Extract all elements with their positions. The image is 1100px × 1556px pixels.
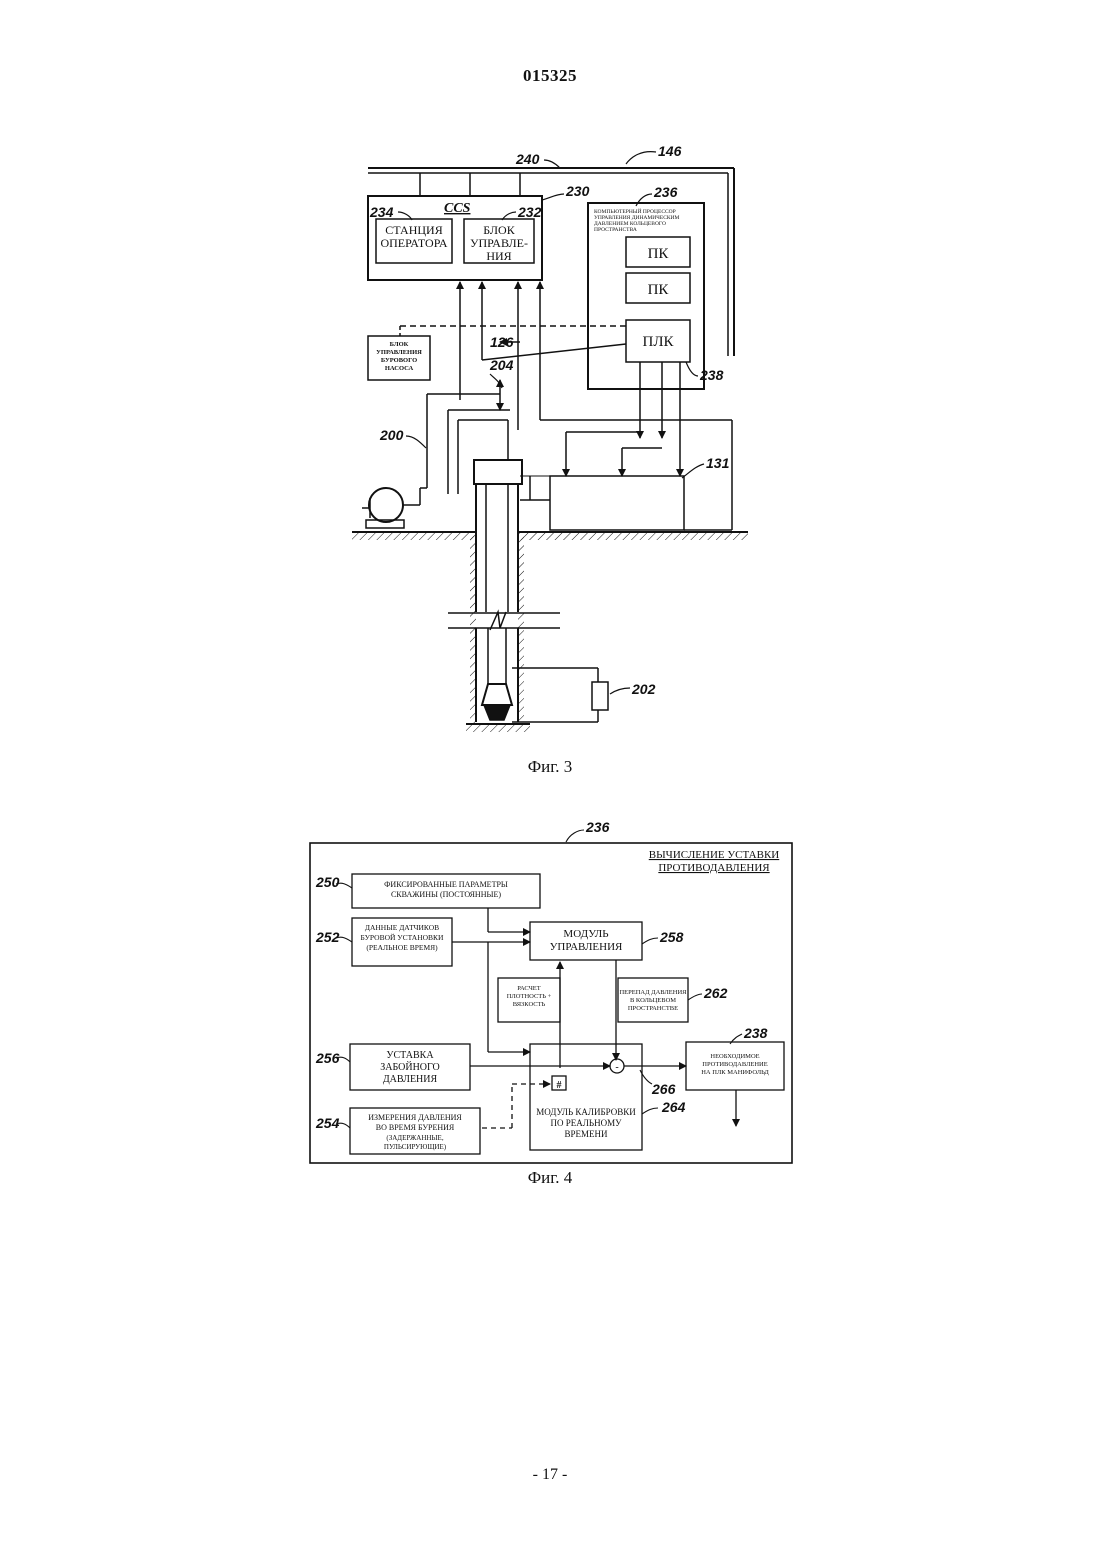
fig4-ref-266: 266: [651, 1081, 676, 1097]
figure-4-caption: Фиг. 4: [0, 1168, 1100, 1188]
processor-title-line4: ПРОСТРАНСТВА: [594, 227, 637, 233]
page-number: - 17 -: [0, 1466, 1100, 1484]
sensor-data-line1: ДАННЫЕ ДАТЧИКОВ: [365, 923, 439, 932]
wellbore: [448, 484, 560, 732]
ref-232: 232: [517, 204, 542, 220]
bottomhole-setpoint-line2: ЗАБОЙНОГО: [380, 1061, 440, 1073]
fig4-title-line2: ПРОТИВОДАВЛЕНИЯ: [658, 862, 770, 874]
required-backpressure-line2: ПРОТИВОДАВЛЕНИЕ: [702, 1061, 767, 1068]
ref-202: 202: [631, 681, 656, 697]
ref-126: 126: [490, 334, 514, 350]
fig4-ref-264: 264: [661, 1099, 686, 1115]
ref-131: 131: [706, 455, 730, 471]
fig4-ref-236: 236: [585, 819, 610, 835]
ref-234: 234: [369, 204, 394, 220]
pump-control-line2: УПРАВЛЕНИЯ: [376, 349, 422, 356]
ref-236: 236: [653, 184, 678, 200]
density-calc-line1: РАСЧЕТ: [517, 985, 541, 992]
bottomhole-setpoint-line3: ДАВЛЕНИЯ: [383, 1074, 438, 1085]
calibration-hash: #: [557, 1080, 562, 1091]
calibration-module-line2: ПО РЕАЛЬНОМУ: [551, 1118, 623, 1128]
control-unit-line1: БЛОК: [483, 223, 515, 237]
pump-control-line4: НАСОСА: [385, 365, 414, 372]
fig4-ref-258: 258: [659, 929, 684, 945]
ref-146: 146: [658, 143, 682, 159]
required-backpressure-line3: НА ПЛК МАНИФОЛЬД: [701, 1069, 769, 1076]
ccs-label: CCS: [444, 201, 471, 216]
operator-station-line2: ОПЕРАТОРА: [380, 236, 447, 250]
control-module-line1: МОДУЛЬ: [563, 928, 608, 940]
ref-230: 230: [565, 183, 590, 199]
fig4-ref-254: 254: [315, 1115, 340, 1131]
sensor-data-line2: БУРОВОЙ УСТАНОВКИ: [361, 933, 445, 942]
control-module-line2: УПРАВЛЕНИЯ: [550, 941, 623, 953]
fixed-params-line2: СКВАЖИНЫ (ПОСТОЯННЫЕ): [391, 890, 501, 899]
annulus-drop-line1: ПЕРЕПАД ДАВЛЕНИЯ: [619, 989, 687, 996]
ref-200: 200: [379, 427, 404, 443]
figure-4-labels: 236 ВЫЧИСЛЕНИЕ УСТАВКИ ПРОТИВОДАВЛЕНИЯ Ф…: [315, 819, 779, 1151]
pc-label-2: ПК: [648, 282, 670, 298]
control-unit-line2: УПРАВЛЕ-: [470, 236, 528, 250]
figure-3-caption: Фиг. 3: [0, 757, 1100, 777]
summing-minus: -: [615, 1062, 618, 1073]
wellhead: [474, 460, 522, 484]
drilling-measurements-line3: (ЗАДЕРЖАННЫЕ,: [386, 1134, 443, 1142]
mud-pump: [362, 488, 427, 528]
fig4-ref-252: 252: [315, 929, 340, 945]
pump-control-line1: БЛОК: [390, 341, 409, 348]
fixed-params-line1: ФИКСИРОВАННЫЕ ПАРАМЕТРЫ: [384, 880, 508, 889]
fig4-title-line1: ВЫЧИСЛЕНИЕ УСТАВКИ: [649, 849, 780, 861]
annulus-drop-line3: ПРОСТРАНСТВЕ: [628, 1005, 678, 1012]
annulus-drop-line2: В КОЛЬЦЕВОМ: [630, 997, 676, 1004]
ref-238: 238: [699, 367, 724, 383]
density-calc-line3: ВЯЗКОСТЬ: [513, 1001, 546, 1008]
calibration-module-line1: МОДУЛЬ КАЛИБРОВКИ: [536, 1107, 636, 1117]
fig4-ref-256: 256: [315, 1050, 340, 1066]
pc-label-1: ПК: [648, 246, 670, 262]
bottomhole-setpoint-line1: УСТАВКА: [386, 1050, 434, 1061]
processor-title-line1: КОМПЬЮТЕРНЫЙ ПРОЦЕССОР: [594, 207, 676, 215]
plc-label: ПЛК: [642, 334, 674, 350]
fig4-ref-250: 250: [315, 874, 340, 890]
ref-240: 240: [515, 151, 540, 167]
required-backpressure-line1: НЕОБХОДИМОЕ: [710, 1053, 759, 1060]
drilling-measurements-line4: ПУЛЬСИРУЮЩИЕ): [384, 1143, 447, 1151]
drilling-measurements-line2: ВО ВРЕМЯ БУРЕНИЯ: [376, 1123, 455, 1132]
drilling-measurements-line1: ИЗМЕРЕНИЯ ДАВЛЕНИЯ: [368, 1113, 462, 1122]
figure-3: [352, 168, 748, 732]
sensor-202: [592, 682, 608, 710]
fig4-ref-262: 262: [703, 985, 728, 1001]
density-calc-line2: ПЛОТНОСТЬ +: [507, 993, 552, 1000]
fig4-ref-238: 238: [743, 1025, 768, 1041]
sensor-data-line3: (РЕАЛЬНОЕ ВРЕМЯ): [366, 943, 438, 952]
control-unit-line3: НИЯ: [486, 249, 511, 263]
operator-station-line1: СТАНЦИЯ: [385, 223, 442, 237]
pump-control-line3: БУРОВОГО: [381, 357, 417, 364]
choke-manifold-box: [550, 476, 684, 530]
ground-surface: [352, 532, 748, 540]
calibration-module-line3: ВРЕМЕНИ: [564, 1129, 608, 1139]
ref-204: 204: [489, 357, 514, 373]
